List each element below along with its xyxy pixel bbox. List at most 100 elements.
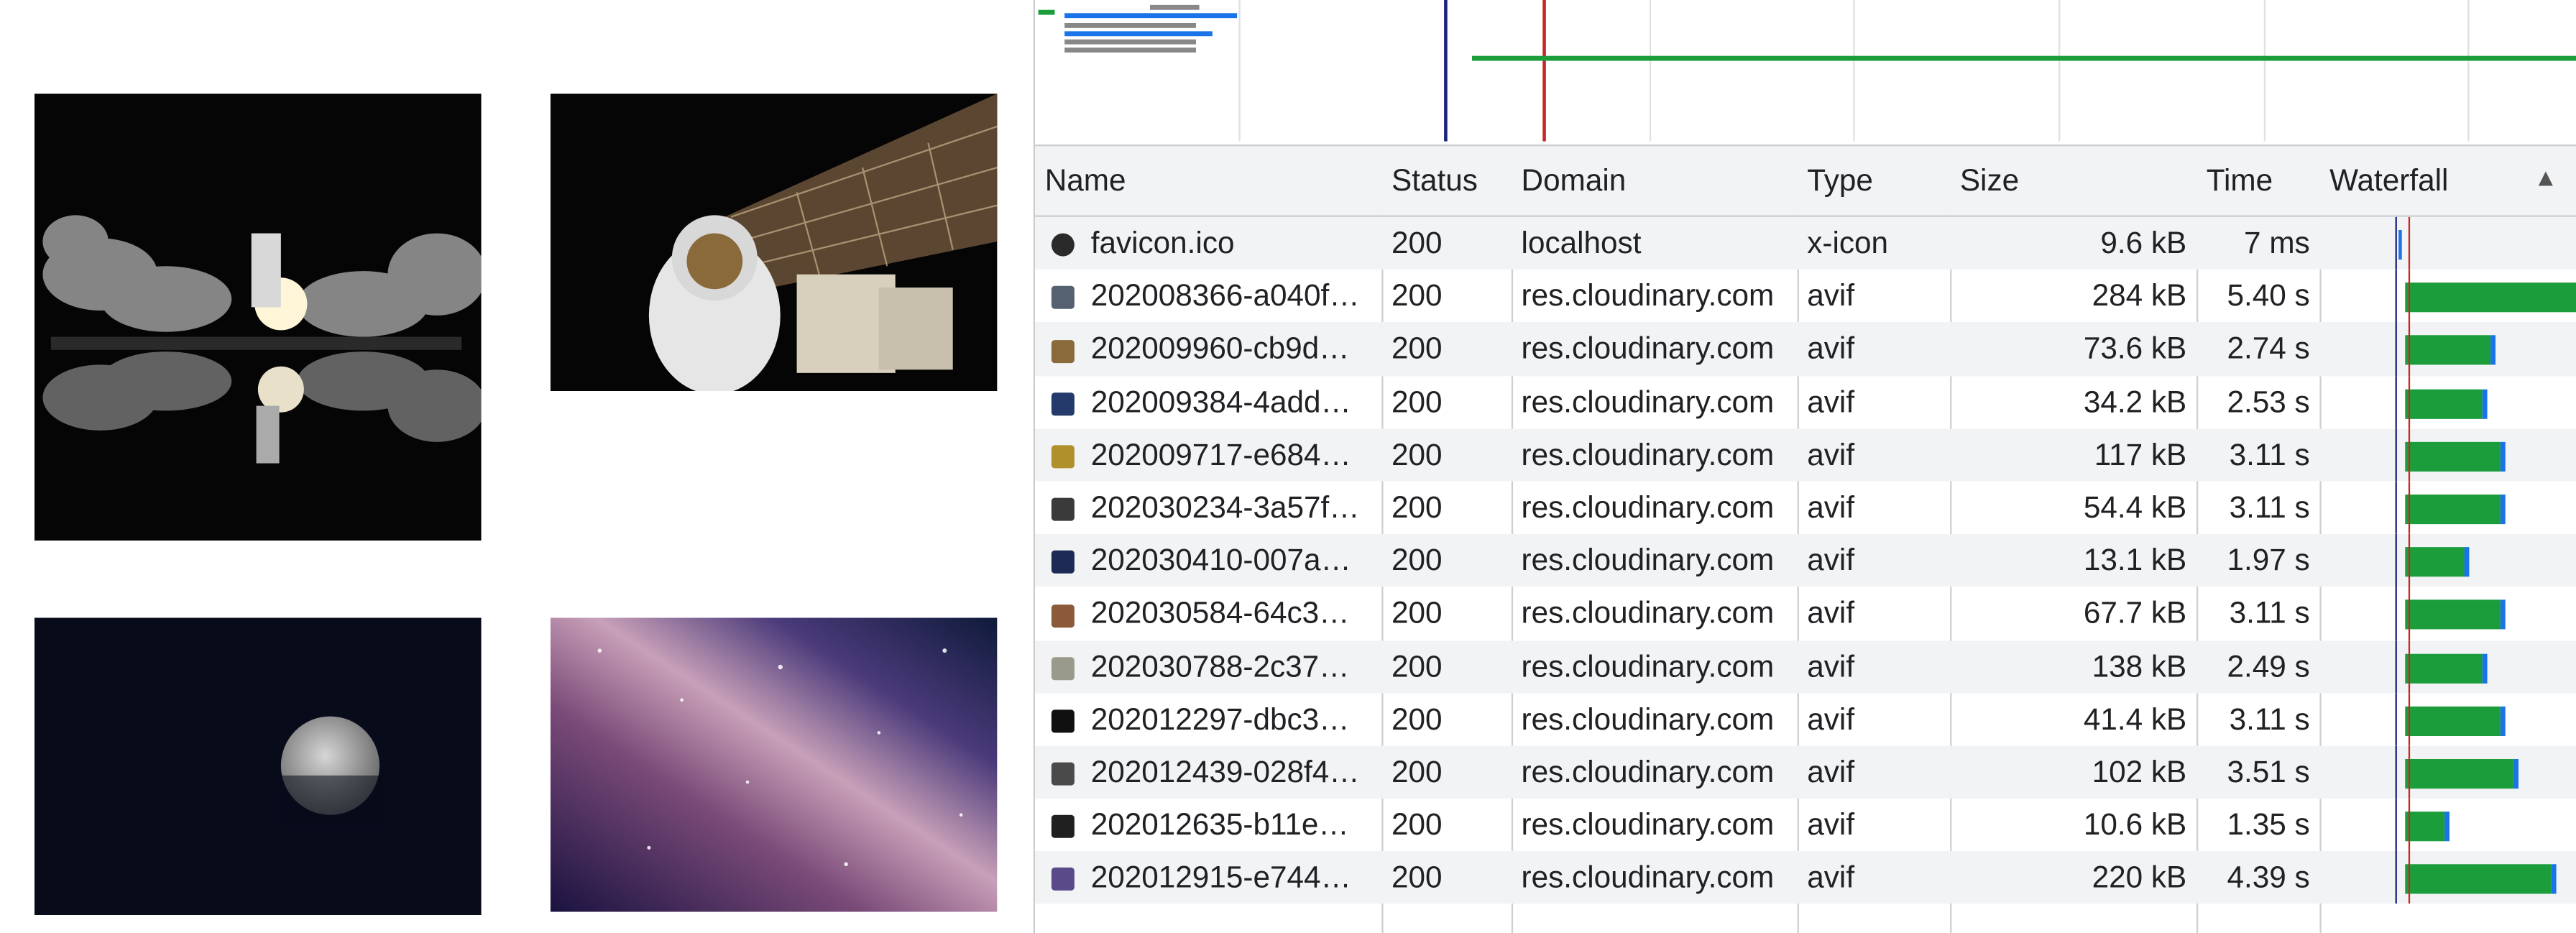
- waterfall-cell[interactable]: [2319, 428, 2576, 482]
- image-file-icon: [1051, 868, 1075, 891]
- dom-content-loaded-marker: [2395, 322, 2397, 376]
- request-name-cell[interactable]: favicon.ico: [1034, 216, 1382, 270]
- request-domain: res.cloudinary.com: [1511, 534, 1798, 587]
- request-name-cell[interactable]: 202008366-a040f…: [1035, 270, 1381, 323]
- load-marker: [2408, 692, 2411, 746]
- request-status: 200: [1391, 701, 1443, 736]
- column-header-status[interactable]: Status: [1381, 144, 1512, 217]
- load-marker: [2408, 428, 2411, 482]
- image-file-icon: [1051, 497, 1075, 521]
- waterfall-download-tail: [2483, 653, 2488, 683]
- dom-content-loaded-marker: [2395, 798, 2397, 852]
- request-name-cell[interactable]: 202012439-028f4…: [1034, 745, 1382, 799]
- waterfall-download-tail: [2501, 706, 2506, 736]
- column-header-waterfall[interactable]: Waterfall ▲: [2319, 144, 2576, 217]
- request-status: 200: [1391, 806, 1443, 842]
- request-status: 200: [1381, 322, 1512, 376]
- request-domain: res.cloudinary.com: [1511, 851, 1798, 905]
- waterfall-cell[interactable]: [2319, 375, 2576, 428]
- waterfall-cell[interactable]: [2319, 216, 2576, 270]
- column-header-size[interactable]: Size: [1950, 144, 2196, 217]
- request-size: 73.6 kB: [1950, 322, 2196, 376]
- request-name-cell[interactable]: 202009384-4add…: [1035, 375, 1381, 428]
- waterfall-cell[interactable]: [2319, 640, 2576, 693]
- column-header-type[interactable]: Type: [1797, 144, 1951, 217]
- dom-content-loaded-marker: [2395, 428, 2397, 482]
- image-file-icon: [1051, 656, 1075, 680]
- image-file-icon: [1051, 604, 1075, 628]
- request-name-cell[interactable]: 202009717-e684…: [1034, 428, 1382, 482]
- request-name-cell[interactable]: 202012915-e744…: [1034, 851, 1382, 905]
- waterfall-bar: [2398, 229, 2402, 260]
- request-type: avif: [1797, 745, 1951, 799]
- waterfall-cell[interactable]: [2319, 481, 2576, 535]
- request-time: 2.53 s: [2227, 384, 2310, 419]
- dom-content-loaded-marker: [2395, 270, 2397, 323]
- request-type: avif: [1797, 640, 1951, 693]
- load-marker: [2408, 587, 2411, 640]
- waterfall-download-tail: [2483, 388, 2488, 418]
- request-name-cell[interactable]: 202009960-cb9d…: [1034, 322, 1382, 376]
- request-status: 200: [1391, 277, 1443, 313]
- request-name-cell[interactable]: 202030234-3a57f…: [1035, 482, 1381, 535]
- request-name-cell[interactable]: 202012297-dbc3…: [1035, 693, 1381, 746]
- request-time: 3.11 s: [2229, 701, 2310, 736]
- waterfall-cell[interactable]: [2319, 322, 2576, 376]
- request-name: 202009717-e684…: [1090, 436, 1351, 472]
- request-type: avif: [1807, 277, 1855, 313]
- dom-content-loaded-line: [1444, 0, 1448, 142]
- request-name-cell[interactable]: 202030788-2c37…: [1034, 640, 1382, 693]
- column-header-time[interactable]: Time: [2196, 144, 2320, 217]
- waterfall-download-tail: [2550, 864, 2556, 894]
- dom-content-loaded-marker: [2395, 216, 2397, 270]
- waterfall-bar: [2406, 864, 2551, 894]
- waterfall-bar: [2406, 758, 2513, 789]
- column-header-name[interactable]: Name: [1034, 144, 1382, 217]
- waterfall-cell[interactable]: [2319, 534, 2576, 587]
- request-domain: res.cloudinary.com: [1521, 384, 1775, 419]
- waterfall-bar: [2406, 599, 2501, 630]
- request-time: 3.11 s: [2229, 490, 2310, 525]
- column-header-domain[interactable]: Domain: [1511, 144, 1798, 217]
- image-file-icon: [1051, 286, 1075, 310]
- load-marker: [2408, 534, 2411, 587]
- dom-content-loaded-marker: [2395, 481, 2397, 535]
- request-name: 202012915-e744…: [1090, 860, 1351, 895]
- request-status: 200: [1381, 640, 1512, 693]
- waterfall-cell[interactable]: [2319, 745, 2576, 799]
- request-type: avif: [1797, 851, 1951, 905]
- request-name-cell[interactable]: 202030410-007a…: [1034, 534, 1382, 587]
- request-name: 202008366-a040f…: [1090, 277, 1360, 313]
- sort-ascending-icon[interactable]: ▲: [2533, 164, 2558, 193]
- request-time: 3.11 s: [2229, 595, 2310, 630]
- network-overview[interactable]: [1034, 0, 2576, 142]
- request-type: avif: [1807, 701, 1855, 736]
- request-status: 200: [1391, 384, 1443, 419]
- image-file-icon: [1051, 709, 1075, 733]
- request-time: 5.40 s: [2227, 277, 2310, 313]
- waterfall-cell[interactable]: [2319, 692, 2576, 746]
- waterfall-bar: [2406, 336, 2490, 366]
- waterfall-cell[interactable]: [2319, 587, 2576, 640]
- waterfall-cell[interactable]: [2319, 851, 2576, 905]
- request-name-cell[interactable]: 202012635-b11e…: [1035, 799, 1381, 852]
- request-time: 4.39 s: [2196, 851, 2320, 905]
- waterfall-cell[interactable]: [2319, 798, 2576, 852]
- request-size: 13.1 kB: [1950, 534, 2196, 587]
- waterfall-cell[interactable]: [2319, 270, 2576, 323]
- image-file-icon: [1051, 445, 1075, 469]
- request-name-cell[interactable]: 202030584-64c3…: [1035, 587, 1381, 640]
